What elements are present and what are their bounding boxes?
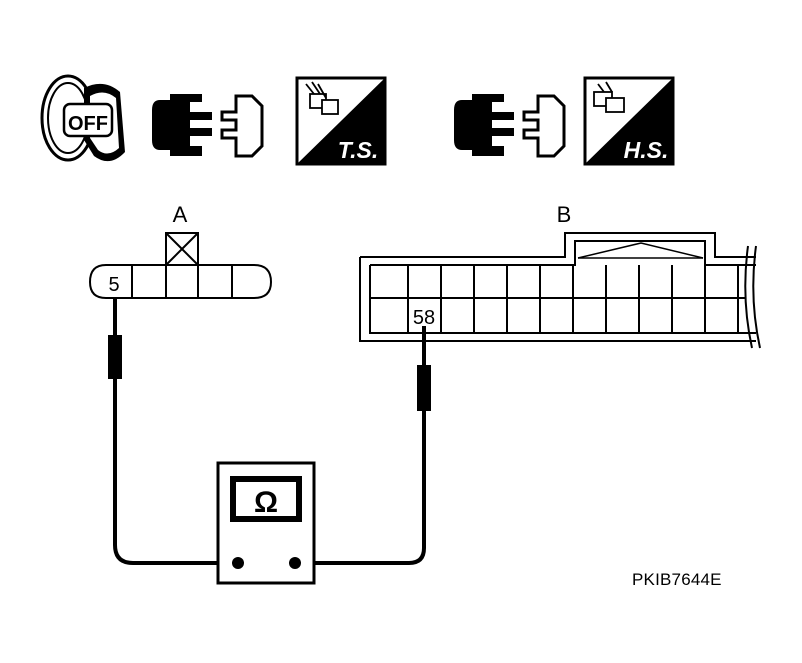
test-symbol-hs-text: H.S. (624, 137, 669, 163)
connector-a-terminal: 5 (108, 274, 119, 296)
meter-terminal-right (289, 557, 301, 569)
test-symbol-hs-icon: H.S. (583, 76, 675, 166)
connector-b-label: B (557, 202, 572, 227)
disconnect-connector-icon (152, 94, 264, 158)
test-symbol-ts-text: T.S. (338, 137, 378, 163)
meter-terminal-left (232, 557, 244, 569)
disconnect-connector-icon-2 (454, 94, 566, 158)
connector-b: B 58 (359, 202, 761, 349)
ohm-symbol: Ω (254, 486, 278, 519)
reference-code: PKIB7644E (632, 570, 722, 589)
test-symbol-ts-icon: T.S. (295, 76, 387, 166)
test-leads (108, 298, 431, 565)
ignition-off-text: OFF (68, 113, 108, 135)
connector-b-terminal: 58 (413, 307, 435, 329)
connector-a-label: A (173, 202, 188, 227)
connector-a: A 5 (88, 202, 273, 299)
ohmmeter: Ω (216, 461, 316, 585)
ignition-off-icon: OFF (40, 74, 125, 162)
